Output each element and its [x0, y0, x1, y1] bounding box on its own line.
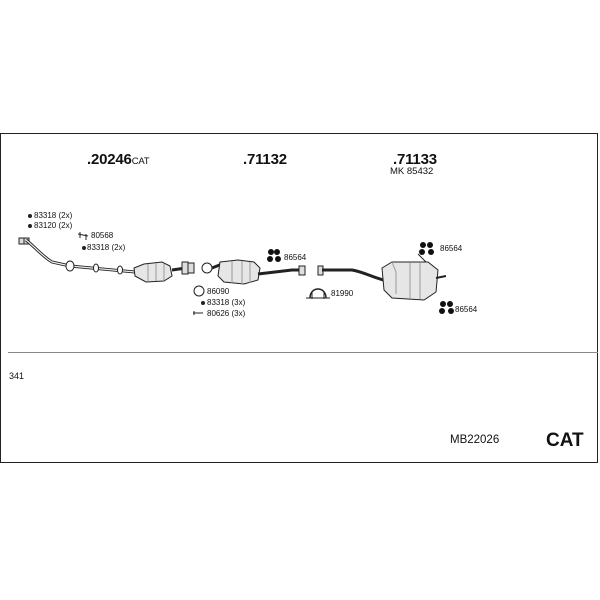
kit-type: CAT — [546, 430, 584, 451]
label-83120-2x: 83120 (2x) — [34, 221, 73, 230]
rear-muffler-assembly — [317, 253, 447, 301]
label-86564-right-top: 86564 — [440, 244, 463, 253]
label-83318-2x-top: 83318 (2x) — [34, 211, 73, 220]
label-83318-3x: 83318 (3x) — [207, 298, 246, 307]
diagram-frame — [0, 133, 598, 463]
footer-divider — [8, 352, 598, 353]
label-80626-3x: 80626 (3x) — [207, 309, 246, 318]
part-number-front-pipe: .20246CAT — [87, 151, 150, 168]
label-86564-right-bottom: 86564 — [455, 305, 478, 314]
label-81990: 81990 — [331, 289, 354, 298]
clamp-icon — [77, 232, 203, 315]
kit-code: MB22026 — [450, 434, 500, 446]
front-catalytic-converter — [133, 261, 195, 283]
u-clamp-icon — [306, 288, 330, 299]
part-number-rear-muffler: .71133 — [393, 151, 437, 168]
label-83318-2x: 83318 (2x) — [87, 243, 126, 252]
mounting-kit-number: MK 85432 — [390, 166, 434, 177]
label-86564-middle: 86564 — [284, 253, 307, 262]
bolt-icon — [28, 214, 205, 305]
page-number: 341 — [9, 371, 25, 381]
label-86090: 86090 — [207, 287, 230, 296]
middle-catalytic-section — [201, 259, 306, 285]
rubber-hanger-icon — [267, 242, 454, 314]
part-number-middle-section: .71132 — [243, 151, 287, 168]
front-pipe — [25, 238, 136, 275]
gasket-icon — [193, 285, 205, 297]
label-80568: 80568 — [91, 231, 114, 240]
